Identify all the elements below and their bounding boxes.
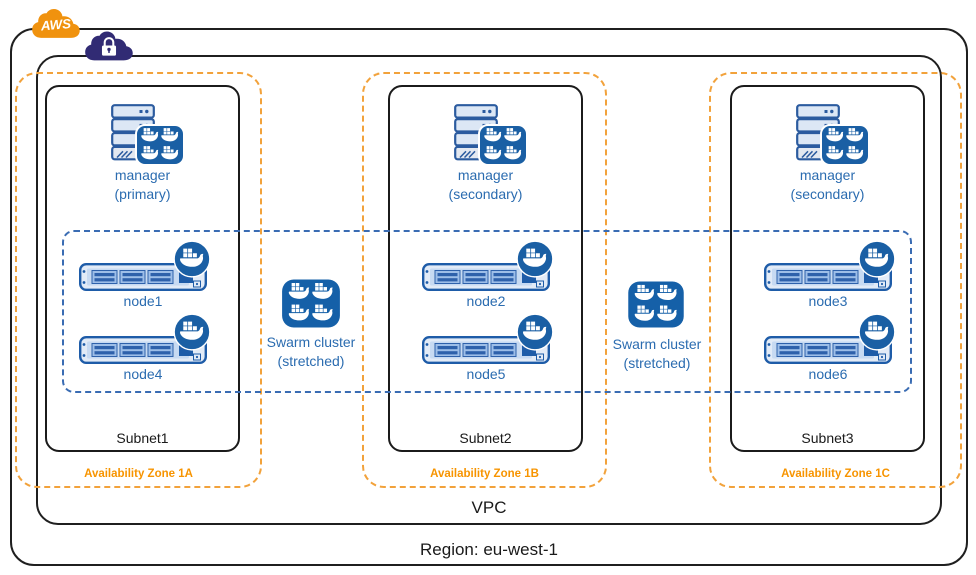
lock-cloud-icon (84, 29, 134, 62)
swarm-cluster-label-line1: Swarm cluster (266, 334, 356, 350)
manager-label-line1: manager (799, 167, 856, 183)
subnet2-label: Subnet2 (459, 430, 512, 446)
swarm-cluster-label: Swarm cluster (stretched) (246, 333, 376, 371)
region-label: Region: eu-west-1 (420, 540, 558, 559)
docker-whale-circle-icon (173, 240, 211, 278)
availability-zone-1b-label: Availability Zone 1B (430, 468, 539, 480)
availability-zone-1b-boundary (362, 72, 607, 488)
node1-label: node1 (123, 293, 163, 309)
manager-label: manager (secondary) (730, 166, 925, 203)
docker-whales-badge-icon (135, 124, 185, 166)
availability-zone-1c-boundary (709, 72, 962, 488)
manager-label-line2: (primary) (114, 185, 171, 202)
manager-icon-group-subnet1 (103, 102, 189, 168)
swarm-cluster-label: Swarm cluster (stretched) (592, 335, 722, 373)
region-boundary (10, 28, 968, 566)
node3-icon-group (764, 240, 896, 292)
docker-whale-circle-icon (516, 240, 554, 278)
swarm-cluster-icon (627, 281, 685, 328)
swarm-cluster-icon (281, 279, 341, 328)
docker-whale-circle-icon (858, 313, 896, 351)
docker-whales-badge-icon (820, 124, 870, 166)
swarm-cluster-label-line2: (stretched) (277, 353, 345, 369)
manager-label-line1: manager (457, 167, 514, 183)
node4-icon-group (79, 313, 211, 365)
manager-label-line2: (secondary) (790, 185, 865, 202)
node5-label: node5 (466, 366, 506, 382)
swarm-cluster-label-line1: Swarm cluster (612, 336, 702, 352)
node5-icon-group (422, 313, 554, 365)
docker-whale-circle-icon (173, 313, 211, 351)
manager-icon-group-subnet3 (788, 102, 874, 168)
subnet2-box (388, 85, 583, 452)
manager-label-line1: manager (114, 167, 171, 183)
aws-cloud-icon: AWS (31, 7, 81, 39)
node4-label: node4 (123, 366, 163, 382)
manager-icon-group-subnet2 (446, 102, 532, 168)
node2-icon-group (422, 240, 554, 292)
vpc-label: VPC (471, 498, 507, 517)
aws-logo-text: AWS (39, 16, 72, 34)
vpc-boundary (36, 55, 942, 525)
lock-shackle (103, 37, 115, 46)
node3-label: node3 (808, 293, 848, 309)
manager-label: manager (secondary) (388, 166, 583, 203)
swarm-cluster-label-line2: (stretched) (623, 355, 691, 371)
subnet3-label: Subnet3 (801, 430, 854, 446)
availability-zone-1a-boundary (15, 72, 262, 488)
node6-label: node6 (808, 366, 848, 382)
node1-icon-group (79, 240, 211, 292)
subnet1-label: Subnet1 (116, 430, 169, 446)
subnet1-box (45, 85, 240, 452)
manager-label-line2: (secondary) (448, 185, 523, 202)
node6-icon-group (764, 313, 896, 365)
node2-label: node2 (466, 293, 506, 309)
manager-label: manager (primary) (45, 166, 240, 203)
docker-whale-circle-icon (516, 313, 554, 351)
subnet3-box (730, 85, 925, 452)
availability-zone-1c-label: Availability Zone 1C (781, 468, 890, 480)
swarm-stretch-boundary (62, 230, 912, 393)
docker-whales-badge-icon (478, 124, 528, 166)
docker-whale-circle-icon (858, 240, 896, 278)
availability-zone-1a-label: Availability Zone 1A (84, 468, 193, 480)
